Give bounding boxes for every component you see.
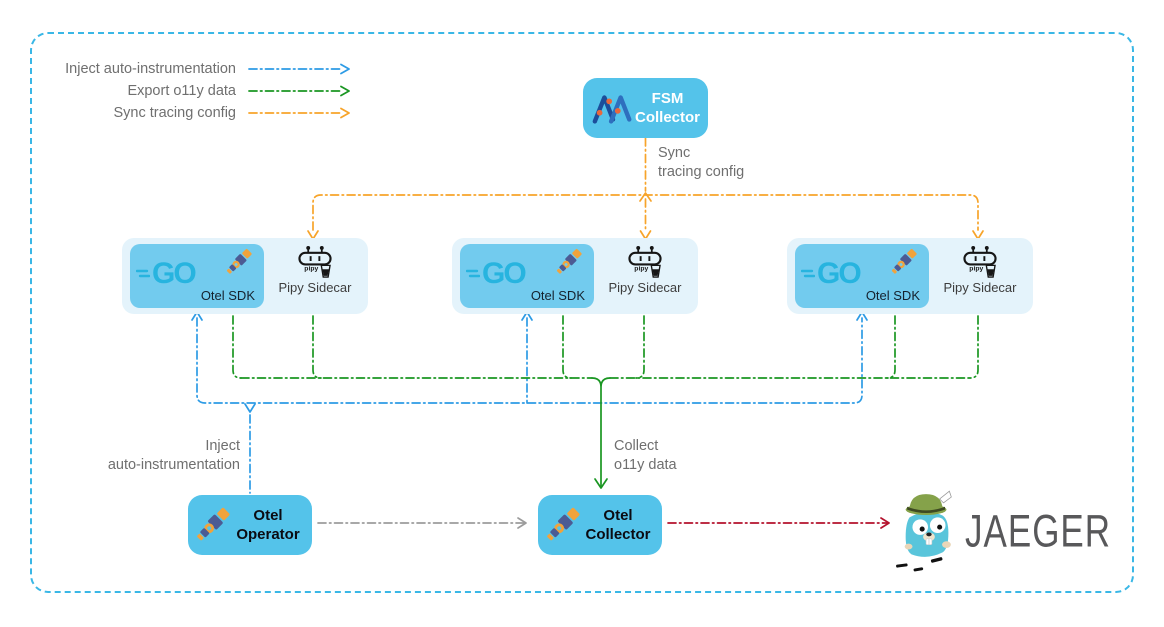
legend-item-export: Export o11y data <box>56 80 353 102</box>
otel-telescope-icon <box>196 504 230 545</box>
go-logo-text: GO <box>152 257 197 290</box>
otel-collector-label: Otel Collector <box>580 506 656 544</box>
jaeger-gopher-icon <box>896 490 952 572</box>
legend: Inject auto-instrumentation Export o11y … <box>56 58 353 124</box>
collect-label-line2: o11y data <box>614 457 677 473</box>
legend-item-inject: Inject auto-instrumentation <box>56 58 353 80</box>
otel-telescope-icon <box>546 504 580 545</box>
go-logo-icon: GO <box>801 257 862 290</box>
export-arrow-icon <box>248 85 350 97</box>
go-speed-lines-icon <box>466 269 480 278</box>
service-pod-1: GO Otel SDK Pipy Sidecar <box>122 238 368 314</box>
otel-operator-label-line1: Otel <box>253 507 283 524</box>
otel-telescope-icon <box>226 246 252 277</box>
diagram-border <box>30 32 1134 593</box>
otel-telescope-icon <box>891 246 917 277</box>
fsm-collector-label-line2: Collector <box>634 109 700 126</box>
go-logo-icon: GO <box>136 257 197 290</box>
jaeger-logo: JAEGER <box>894 484 1144 580</box>
fsm-collector-label: FSM Collector <box>635 89 700 127</box>
service-pod-2: GO Otel SDK Pipy Sidecar <box>452 238 698 314</box>
jaeger-wordmark: JAEGER <box>965 506 1112 557</box>
pipy-sidecar-label: Pipy Sidecar <box>608 280 682 295</box>
otel-sdk-label: Otel SDK <box>865 288 920 303</box>
otel-sdk-label: Otel SDK <box>530 288 585 303</box>
otel-operator-label-line2: Operator <box>236 526 300 543</box>
go-logo-text: GO <box>817 257 862 290</box>
sync-config-flow-label: Sync tracing config <box>658 144 744 182</box>
go-app-otel-sdk-2: GO Otel SDK <box>460 244 594 308</box>
go-speed-lines-icon <box>801 269 815 278</box>
otel-sdk-label: Otel SDK <box>200 288 255 303</box>
sync-arrow-icon <box>248 107 350 119</box>
go-app-otel-sdk-3: GO Otel SDK <box>795 244 929 308</box>
pipy-robot-icon <box>628 245 662 278</box>
otel-operator-node: Otel Operator <box>188 495 312 555</box>
collect-label-line1: Collect <box>614 438 659 454</box>
fsm-collector-label-line1: FSM <box>651 90 684 107</box>
legend-label-export: Export o11y data <box>127 83 236 99</box>
go-logo-text: GO <box>482 257 527 290</box>
sync-label-line1: Sync <box>658 145 691 161</box>
legend-label-sync: Sync tracing config <box>113 105 236 121</box>
pipy-robot-icon <box>963 245 997 278</box>
otel-collector-label-line1: Otel <box>603 507 633 524</box>
fsm-collector-node: FSM Collector <box>583 78 708 138</box>
otel-operator-label: Otel Operator <box>230 506 306 544</box>
otel-collector-label-line2: Collector <box>585 526 651 543</box>
inject-flow-label: Inject auto-instrumentation <box>58 437 240 475</box>
otel-telescope-icon <box>556 246 582 277</box>
go-app-otel-sdk-1: GO Otel SDK <box>130 244 264 308</box>
go-speed-lines-icon <box>136 269 150 278</box>
pipy-sidecar-1: Pipy Sidecar <box>264 243 366 309</box>
pipy-sidecar-2: Pipy Sidecar <box>594 243 696 309</box>
legend-item-sync: Sync tracing config <box>56 102 353 124</box>
pipy-robot-icon <box>298 245 332 278</box>
pipy-sidecar-label: Pipy Sidecar <box>943 280 1017 295</box>
otel-collector-node: Otel Collector <box>538 495 662 555</box>
legend-label-inject: Inject auto-instrumentation <box>65 61 236 77</box>
inject-arrow-icon <box>248 63 350 75</box>
pipy-sidecar-3: Pipy Sidecar <box>929 243 1031 309</box>
sync-label-line2: tracing config <box>658 164 745 180</box>
inject-label-line1: Inject <box>205 438 240 454</box>
fsm-logo-icon <box>592 95 632 124</box>
service-pod-3: GO Otel SDK Pipy Sidecar <box>787 238 1033 314</box>
pipy-sidecar-label: Pipy Sidecar <box>278 280 352 295</box>
collect-flow-label: Collect o11y data <box>614 437 677 475</box>
go-logo-icon: GO <box>466 257 527 290</box>
inject-label-line2: auto-instrumentation <box>107 457 240 473</box>
